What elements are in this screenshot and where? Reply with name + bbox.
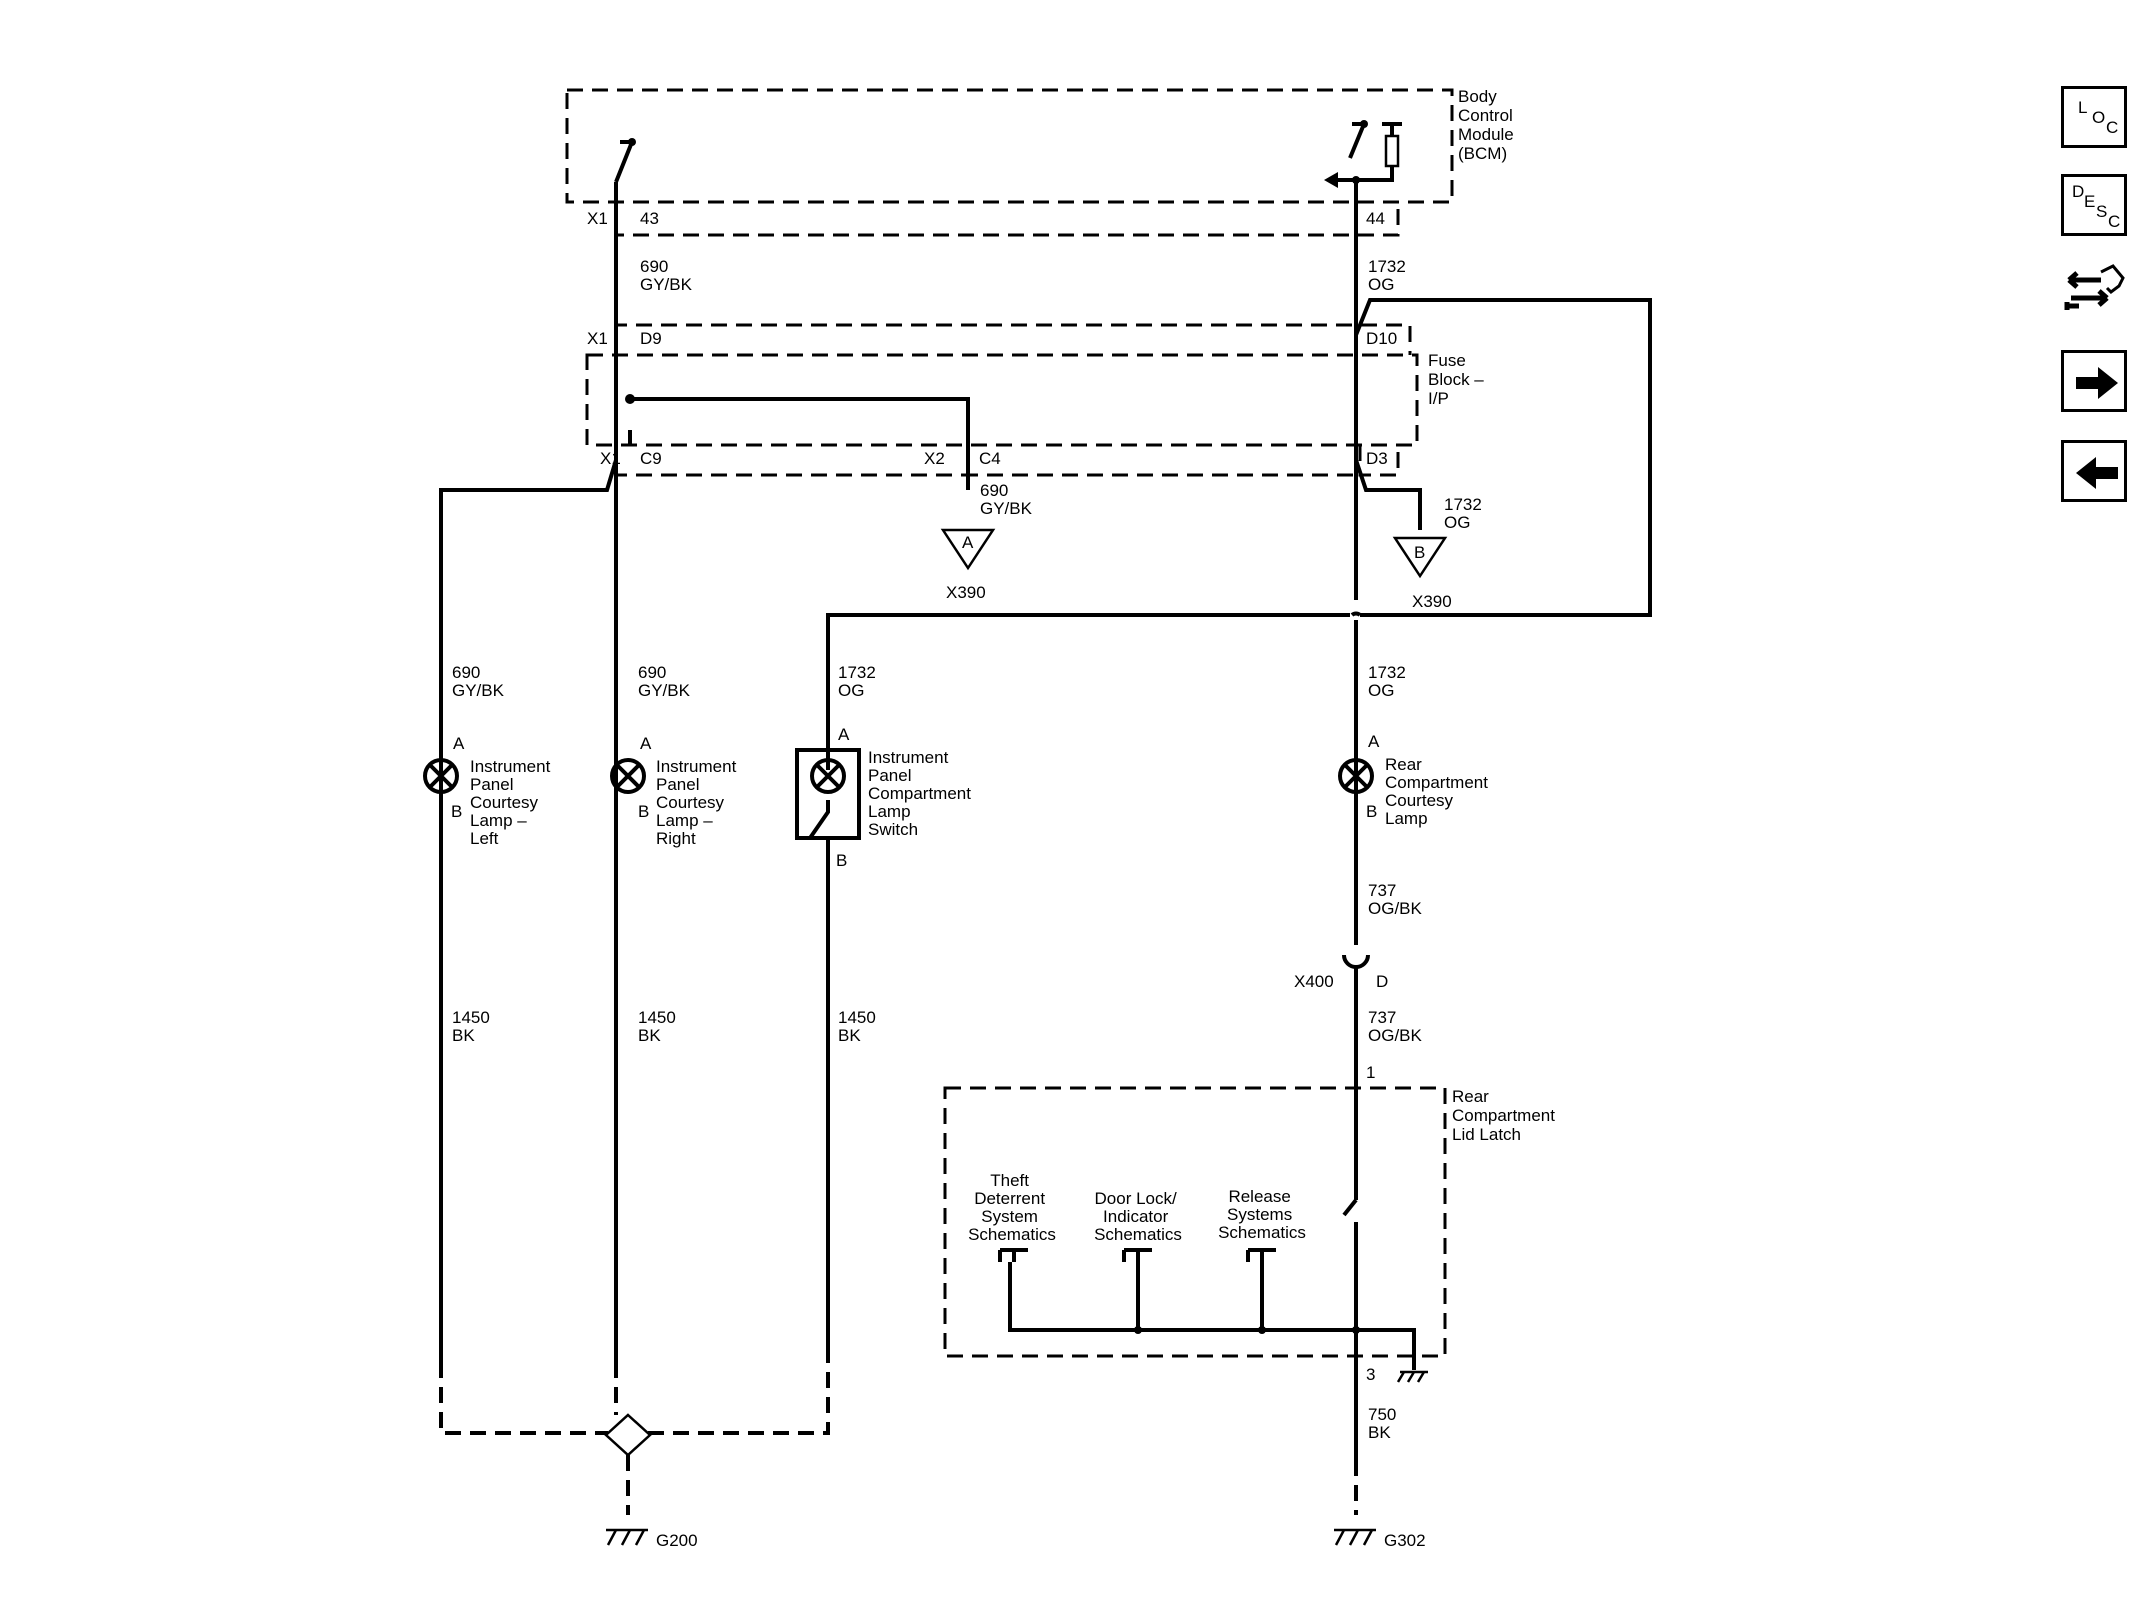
release-systems-reference: Release Systems Schematics — [1218, 1187, 1306, 1242]
g302-label: G302 — [1384, 1531, 1426, 1550]
compartment-switch-label: Instrument Panel Compartment Lamp Switch — [868, 748, 976, 839]
svg-text:C: C — [2106, 118, 2118, 137]
wire-1732-main — [1354, 180, 1652, 617]
x390-b-label: X390 — [1412, 592, 1452, 611]
lamp-right-symbol — [610, 758, 646, 794]
svg-text:E: E — [2084, 192, 2095, 211]
bcm-label: Body Control Module (BCM) — [1458, 87, 1519, 163]
x400-label: X400 — [1294, 972, 1334, 991]
rear-lamp-label: Rear Compartment Courtesy Lamp — [1385, 755, 1493, 828]
x390-a-connector — [940, 528, 996, 571]
connector-icon — [2064, 264, 2125, 310]
pin-label: D9 — [640, 329, 662, 348]
lamp-right-label: Instrument Panel Courtesy Lamp – Right — [656, 757, 741, 848]
door-lock-reference: Door Lock/ Indicator Schematics — [1094, 1189, 1182, 1244]
next-button[interactable] — [2061, 350, 2127, 412]
lamp-left-pin-b: B — [451, 802, 462, 821]
g302-ground-icon — [1334, 1460, 1376, 1546]
lamp-right-pin-a: A — [640, 734, 652, 753]
x390-a-label: X390 — [946, 583, 986, 602]
latch-internals — [998, 1248, 1428, 1383]
svg-text:O: O — [2092, 108, 2105, 127]
svg-text:D: D — [2072, 182, 2084, 201]
location-button[interactable]: L O C — [2061, 86, 2127, 148]
bcm-switch-right — [1324, 120, 1402, 188]
description-button[interactable]: D E S C — [2061, 174, 2127, 236]
lamp-left-symbol — [423, 758, 459, 794]
x390-b-connector — [1392, 536, 1448, 579]
pin-label: D10 — [1366, 329, 1397, 348]
connector-label: X1 — [587, 209, 608, 228]
pin-label: C4 — [979, 449, 1001, 468]
latch-pin-3: 3 — [1366, 1365, 1375, 1384]
pin-label: 43 — [640, 209, 659, 228]
lamp-right-pin-b: B — [638, 802, 649, 821]
compartment-switch-symbol — [795, 748, 861, 840]
g200-label: G200 — [656, 1531, 698, 1550]
rear-lamp-pin-b: B — [1366, 802, 1377, 821]
svg-text:C: C — [2108, 212, 2120, 231]
lamp-left-label: Instrument Panel Courtesy Lamp – Left — [470, 757, 555, 848]
connector-label: X1 — [587, 329, 608, 348]
loc-icon: L O C — [2078, 98, 2118, 137]
bcm-outline — [565, 88, 1454, 237]
x400-pin: D — [1376, 972, 1388, 991]
lamp-left-pin-a: A — [453, 734, 465, 753]
compartment-switch-pin-a: A — [838, 725, 850, 744]
ground-splice — [439, 1362, 830, 1515]
g200-ground-icon — [606, 1528, 648, 1546]
svg-text:L: L — [2078, 98, 2087, 117]
desc-icon: D E S C — [2072, 182, 2120, 231]
x390-a-pin: A — [962, 533, 974, 552]
connector-info-button[interactable] — [2061, 258, 2127, 320]
fuse-block-label: Fuse Block – I/P — [1428, 351, 1488, 408]
pin-label: 44 — [1366, 209, 1385, 228]
latch-outline — [943, 1086, 1447, 1358]
pin-label: D3 — [1366, 449, 1388, 468]
pin-label: C9 — [640, 449, 662, 468]
latch-label: Rear Compartment Lid Latch — [1452, 1087, 1560, 1144]
svg-text:S: S — [2096, 202, 2107, 221]
rear-lamp-symbol — [1338, 758, 1374, 794]
theft-deterrent-reference: Theft Deterrent System Schematics — [968, 1171, 1056, 1244]
previous-arrow-icon — [2076, 457, 2118, 489]
previous-button[interactable] — [2061, 440, 2127, 502]
connector-label: X2 — [924, 449, 945, 468]
bcm-switch-left — [614, 138, 636, 183]
compartment-switch-pin-b: B — [836, 851, 847, 870]
latch-pin-1: 1 — [1366, 1063, 1375, 1082]
x390-b-pin: B — [1414, 543, 1425, 562]
next-arrow-icon — [2076, 367, 2118, 399]
rear-lamp-pin-a: A — [1368, 732, 1380, 751]
connector-label: X1 — [600, 449, 621, 468]
